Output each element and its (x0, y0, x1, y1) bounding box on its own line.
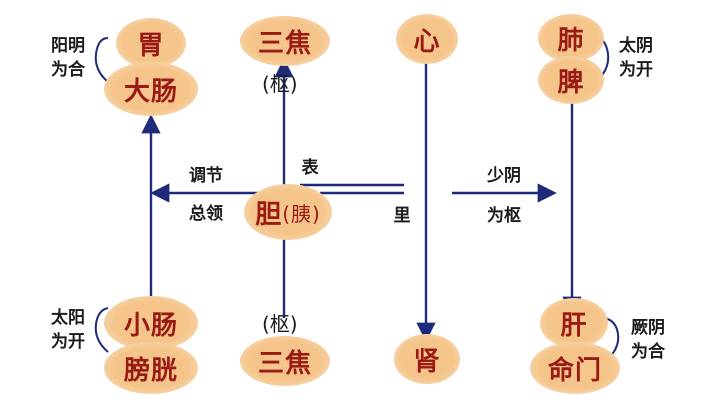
node-xin-label: 心 (413, 26, 441, 57)
node-dan-label: 胆 (255, 199, 283, 230)
bracket-yangming (94, 37, 109, 83)
node-sanjiao-top-label: 三焦 (257, 28, 312, 59)
bracket-taiyang (94, 307, 109, 353)
node-pangguang: 膀胱 (104, 342, 198, 394)
node-yi-label: (胰) (282, 201, 321, 226)
label-li: 里 (393, 206, 411, 226)
node-wei-label: 胃 (137, 30, 165, 61)
label-shu-bottom: (枢) (262, 312, 298, 336)
label-jueyin: 厥阴 为合 (622, 316, 674, 364)
node-pi: 脾 (538, 56, 604, 104)
node-shen: 肾 (394, 334, 460, 384)
label-taiyin: 太阴 为开 (610, 34, 662, 82)
label-biao: 表 (301, 158, 319, 178)
label-tiaojie: 调节 (189, 166, 223, 186)
node-dan: 胆(胰) (244, 184, 332, 240)
label-jueyin-line1: 厥阴 (631, 318, 665, 338)
node-sanjiao-top: 三焦 (240, 16, 330, 66)
node-xiaochang-label: 小肠 (123, 310, 178, 341)
node-sanjiao-bottom: 三焦 (240, 336, 330, 386)
node-pangguang-label: 膀胱 (123, 355, 178, 386)
label-taiyang-line1: 太阳 (51, 308, 85, 328)
label-yangming-line1: 阳明 (51, 36, 85, 56)
label-taiyang: 太阳 为开 (42, 306, 94, 354)
node-xin: 心 (396, 14, 458, 64)
label-jueyin-line2: 为合 (631, 342, 665, 362)
node-wei: 胃 (116, 18, 186, 68)
node-dachang: 大肠 (104, 62, 198, 116)
node-mingmen: 命门 (530, 342, 620, 394)
node-fei: 肺 (538, 14, 604, 62)
node-pi-label: 脾 (557, 67, 585, 98)
label-taiyin-line2: 为开 (619, 60, 653, 80)
label-taiyin-line1: 太阴 (619, 36, 653, 56)
label-yangming-line2: 为合 (51, 60, 85, 80)
label-yangming: 阳明 为合 (42, 34, 94, 82)
node-gan-label: 肝 (560, 310, 588, 341)
node-shen-label: 肾 (413, 346, 441, 377)
label-zongling: 总领 (189, 204, 223, 224)
node-sanjiao-bottom-label: 三焦 (257, 348, 312, 379)
label-taiyang-line2: 为开 (51, 332, 85, 352)
node-mingmen-label: 命门 (547, 355, 602, 386)
label-shaoyin: 少阴 (487, 166, 521, 186)
node-fei-label: 肺 (557, 25, 585, 56)
label-weishu: 为枢 (487, 206, 521, 226)
label-shu-top: (枢) (262, 72, 298, 96)
node-gan: 肝 (540, 298, 608, 348)
node-xiaochang: 小肠 (104, 296, 198, 350)
node-dachang-label: 大肠 (123, 76, 178, 107)
